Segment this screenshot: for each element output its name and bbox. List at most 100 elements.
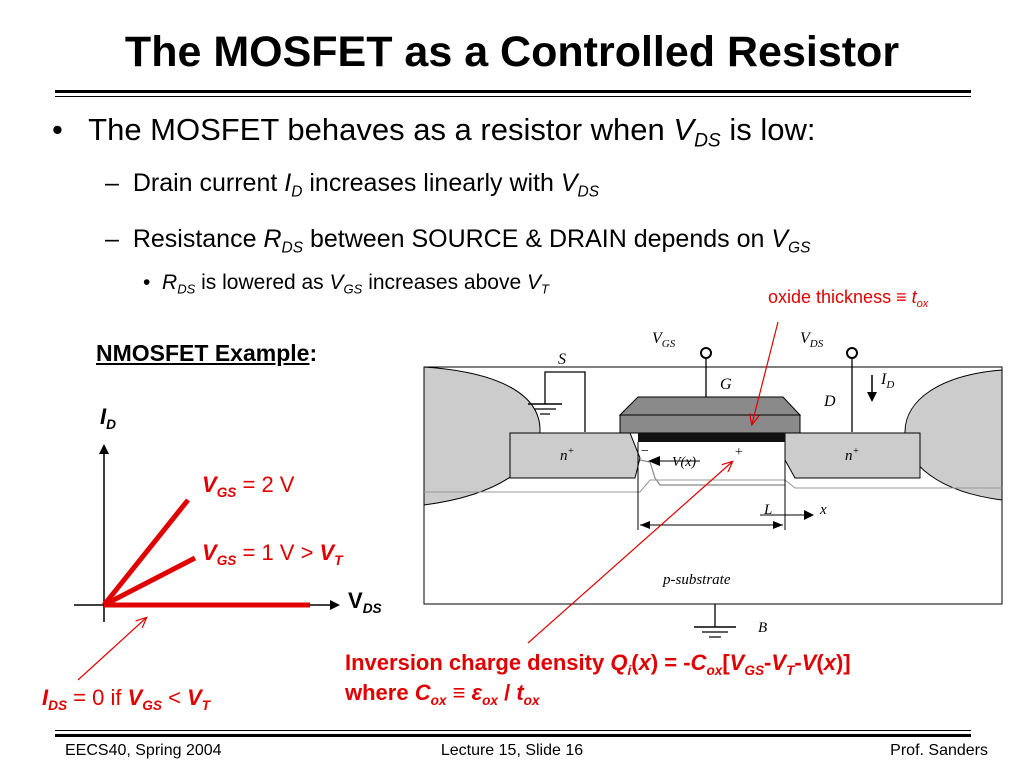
eq-text: )] (835, 650, 851, 675)
eq-text: where (345, 680, 415, 705)
var: V (673, 112, 695, 147)
var: Q (610, 650, 628, 675)
eq-text: ≡ (446, 680, 472, 705)
sub: DS (577, 183, 600, 201)
bullet-text: Resistance (132, 225, 264, 253)
var: V (202, 540, 217, 565)
subbullet-resistance: – Resistance RDS between SOURCE & DRAIN … (105, 225, 810, 257)
drain-n-plus-label: n+ (845, 446, 859, 464)
gate-label: G (720, 376, 732, 393)
footer-course: EECS40, Spring 2004 (65, 742, 222, 759)
oxide-thickness-label: oxide thickness ≡ tox (768, 287, 928, 310)
source-label: S (558, 351, 566, 368)
var: V (526, 271, 541, 294)
example-label: NMOSFET Example (96, 340, 310, 366)
value-text: = 0 if (67, 685, 128, 710)
var: V (319, 540, 335, 565)
gate-body (619, 414, 801, 434)
vx-arrowhead (648, 456, 660, 466)
sub: T (540, 281, 549, 297)
vds-label: VDS (800, 330, 824, 350)
bullet-text: between SOURCE & DRAIN depends on (303, 225, 772, 253)
x-axis-label: VDS (348, 588, 382, 616)
cox-definition: where Cox ≡ εox / tox (345, 680, 540, 708)
length-arrow-left (640, 521, 650, 529)
sub: T (334, 552, 343, 568)
label-vgs-1v: VGS = 1 V > VT (202, 540, 343, 568)
footer-divider (55, 734, 971, 737)
sub: ox (916, 297, 929, 310)
bullet-text: increases linearly with (302, 169, 561, 197)
gate-oxide (638, 433, 785, 442)
bullet-text: is lowered as (195, 271, 330, 294)
source-n-plus (509, 432, 641, 479)
vx-label: V(x) (672, 455, 696, 470)
value-text: = 2 V (236, 472, 295, 497)
line-vgs-1v (102, 555, 197, 608)
slide-title: The MOSFET as a Controlled Resistor (124, 28, 900, 76)
vgs-label: VGS (652, 330, 676, 350)
title-divider (55, 90, 971, 93)
sub: GS (343, 281, 363, 297)
var: V (771, 650, 787, 675)
mosfet-cross-section: VGS VDS S G D ID n+ n+ − V(x) + L x p-su… (423, 330, 1003, 638)
var: x (638, 650, 651, 675)
var: V (729, 650, 745, 675)
bullet-text: is low: (720, 112, 816, 147)
subsubbullet-rds-lowered: • RDS is lowered as VGS increases above … (143, 271, 549, 297)
var: R (263, 225, 282, 253)
ids-zero-label: IDS = 0 if VGS < VT (42, 685, 210, 713)
title-divider-thin (55, 96, 971, 97)
bullet-marker: • (52, 112, 63, 147)
bullet-text: increases above (362, 271, 527, 294)
sub: D (291, 183, 303, 201)
eq-text: ( (631, 650, 639, 675)
line-vgs-2v (102, 498, 190, 607)
sub: GS (744, 662, 765, 678)
sub: DS (281, 239, 304, 257)
source-wire (544, 371, 586, 432)
var: ε (471, 680, 483, 705)
value-text: = 1 V > (236, 540, 320, 565)
subbullet-drain-current: – Drain current ID increases linearly wi… (105, 169, 599, 201)
sub: ox (523, 692, 540, 708)
eq-text: Inversion charge density (345, 650, 611, 675)
inversion-charge-equation: Inversion charge density Qi(x) = -Cox[VG… (345, 650, 851, 678)
drain-current-label: ID (880, 371, 894, 391)
var: V (127, 685, 143, 710)
drain-terminal (846, 347, 858, 359)
eq-text: - (794, 650, 802, 675)
sub: T (201, 697, 211, 713)
var: x (823, 650, 836, 675)
sub: DS (694, 130, 721, 152)
body-label: B (758, 620, 767, 636)
oxide-text: oxide thickness ≡ (768, 287, 912, 307)
var: R (162, 271, 178, 294)
eq-text: - (764, 650, 772, 675)
depletion-edge (424, 479, 1002, 493)
gate-terminal (700, 347, 712, 359)
sub: GS (142, 697, 162, 713)
plus-sign: + (734, 445, 743, 460)
source-n-plus-label: n+ (560, 446, 574, 464)
footer-slide-number: Lecture 15, Slide 16 (440, 742, 584, 759)
sub: DS (362, 600, 382, 616)
minus-sign: − (640, 444, 649, 459)
sub: ox (482, 692, 498, 708)
sub: D (106, 416, 116, 432)
sub: T (786, 662, 795, 678)
var: I (42, 685, 49, 710)
var: t (911, 287, 917, 307)
var: V (801, 650, 817, 675)
value-text: < (161, 685, 188, 710)
eq-text: / (498, 680, 517, 705)
length-arrow-right (773, 521, 783, 529)
sub: DS (177, 281, 196, 297)
sub: GS (788, 239, 811, 257)
length-label: L (763, 502, 772, 518)
eq-text: ) = - (650, 650, 691, 675)
example-heading: NMOSFET Example: (96, 340, 317, 367)
sub: i (627, 662, 632, 678)
sub: ox (430, 692, 447, 708)
